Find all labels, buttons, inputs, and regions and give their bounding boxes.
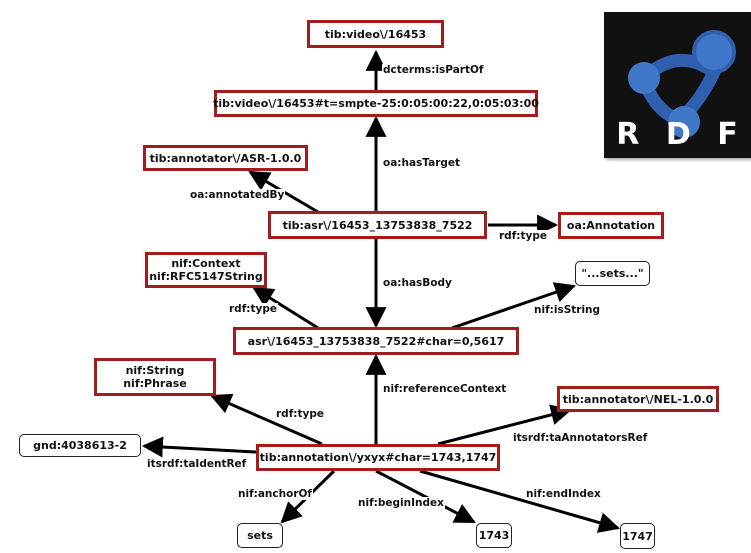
edge-label-type-ctx: rdf:type bbox=[228, 303, 278, 315]
literal-end: 1747 bbox=[620, 523, 655, 549]
node-annotation: tib:annotation\/yxyx#char=1743,1747 bbox=[256, 444, 500, 471]
rdf-logo-graphic bbox=[628, 30, 736, 138]
literal-gnd: gnd:4038613-2 bbox=[19, 434, 141, 457]
edge-label-endindex: nif:endIndex bbox=[525, 488, 602, 500]
edge-label-annotatedby: oa:annotatedBy bbox=[189, 189, 286, 201]
literal-sets: sets bbox=[237, 523, 283, 548]
edge-label-refctx: nif:referenceContext bbox=[382, 383, 508, 395]
node-nif-string: nif:String nif:Phrase bbox=[94, 358, 216, 396]
node-segment: tib:video\/16453#t=smpte-25:0:05:00:22,0… bbox=[213, 90, 539, 117]
rdf-logo-letter-d: D bbox=[665, 117, 693, 152]
literal-gnd-label: gnd:4038613-2 bbox=[33, 439, 127, 452]
edge-label-taannotators: itsrdf:taAnnotatorsRef bbox=[512, 432, 649, 444]
edge-label-taident: itsrdf:taIdentRef bbox=[146, 458, 248, 470]
literal-sets-string-label: "...sets..." bbox=[581, 267, 644, 280]
node-annotator-nel-label: tib:annotator\/NEL-1.0.0 bbox=[562, 392, 714, 406]
edge-label-type-ann: rdf:type bbox=[275, 408, 325, 420]
edge-beginindex bbox=[375, 469, 476, 524]
node-oa-annotation-label: oa:Annotation bbox=[566, 219, 656, 232]
node-video-label: tib:video\/16453 bbox=[324, 27, 427, 41]
node-annotation-label: tib:annotation\/yxyx#char=1743,1747 bbox=[259, 451, 497, 464]
edge-isstring bbox=[451, 282, 576, 330]
node-video: tib:video\/16453 bbox=[307, 20, 444, 48]
edge-taannotators bbox=[437, 404, 573, 446]
edge-label-hastarget: oa:hasTarget bbox=[382, 157, 462, 169]
node-nif-string-line1: nif:String bbox=[125, 364, 185, 377]
node-annotator-nel: tib:annotator\/NEL-1.0.0 bbox=[557, 386, 719, 412]
rdf-logo-letter-f: F bbox=[717, 117, 740, 152]
edge-endindex bbox=[419, 469, 621, 533]
node-nif-context-line1: nif:Context bbox=[171, 257, 241, 270]
node-oa-annotation: oa:Annotation bbox=[558, 212, 664, 239]
literal-begin-label: 1743 bbox=[478, 529, 510, 542]
node-context-char-label: asr\/16453_13753838_7522#char=0,5617 bbox=[247, 334, 505, 348]
node-annotator-asr: tib:annotator\/ASR-1.0.0 bbox=[143, 145, 308, 171]
edge-label-anchorof: nif:anchorOf bbox=[237, 488, 313, 500]
literal-sets-label: sets bbox=[247, 529, 273, 542]
literal-end-label: 1747 bbox=[622, 529, 653, 543]
edge-type-ctx bbox=[252, 286, 319, 330]
node-nif-context-line2: nif:RFC5147String bbox=[149, 270, 263, 283]
edge-label-ispartof: dcterms:isPartOf bbox=[382, 64, 485, 76]
rdf-logo-letters: R D F bbox=[604, 117, 751, 152]
edge-label-beginindex: nif:beginIndex bbox=[357, 497, 445, 509]
edge-taident bbox=[141, 436, 257, 458]
node-context-char: asr\/16453_13753838_7522#char=0,5617 bbox=[233, 327, 519, 355]
edge-label-type-asr: rdf:type bbox=[498, 230, 548, 242]
node-asr-label: tib:asr\/16453_13753838_7522 bbox=[282, 218, 473, 232]
node-asr: tib:asr\/16453_13753838_7522 bbox=[268, 211, 487, 239]
edge-label-hasbody: oa:hasBody bbox=[382, 277, 453, 289]
literal-sets-string: "...sets..." bbox=[575, 261, 650, 286]
rdf-logo: R D F bbox=[604, 12, 751, 158]
node-segment-label: tib:video\/16453#t=smpte-25:0:05:00:22,0… bbox=[213, 97, 539, 110]
node-nif-context: nif:Context nif:RFC5147String bbox=[145, 252, 267, 288]
node-nif-string-line2: nif:Phrase bbox=[123, 377, 187, 390]
edge-type-ann bbox=[210, 393, 323, 446]
node-annotator-asr-label: tib:annotator\/ASR-1.0.0 bbox=[149, 151, 302, 165]
literal-begin: 1743 bbox=[476, 523, 512, 548]
rdf-logo-letter-r: R bbox=[616, 117, 642, 152]
edge-label-isstring: nif:isString bbox=[533, 304, 602, 316]
